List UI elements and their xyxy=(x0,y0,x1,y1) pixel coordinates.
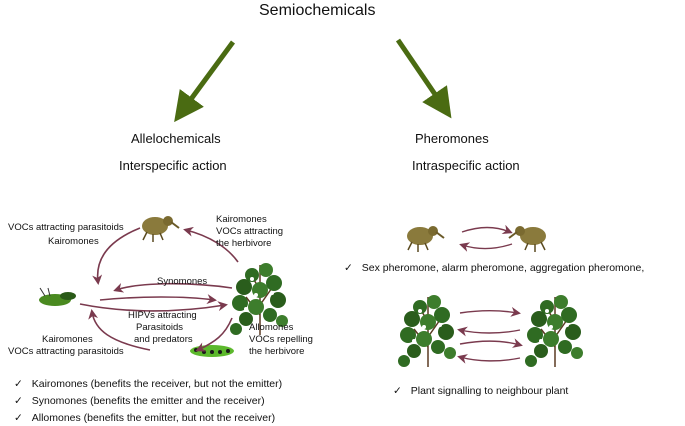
label-allomones-2: VOCs repelling xyxy=(249,334,313,345)
parasitoid-larva-icon xyxy=(39,287,76,306)
plant-right-icon xyxy=(524,294,584,368)
arrow-plant-to-caterpillar xyxy=(195,317,233,352)
arrow-plant-to-weevil xyxy=(183,226,239,263)
label-hipvs-2: Parasitoids xyxy=(136,322,183,333)
arrow-plant-right-1 xyxy=(459,306,521,317)
check-icon: ✓ xyxy=(393,385,402,397)
allelochemicals-heading: Allelochemicals xyxy=(131,131,221,146)
label-kairomones-bottom-2: VOCs attracting parasitoids xyxy=(8,346,124,357)
check-icon: ✓ xyxy=(344,262,353,274)
bullet-kairomones: ✓ Kairomones (benefits the receiver, but… xyxy=(14,378,283,390)
label-allomones-3: the herbivore xyxy=(249,346,305,357)
check-icon: ✓ xyxy=(14,378,23,390)
arrow-weevil-left xyxy=(459,242,513,252)
label-hipvs-1: HIPVs attracting xyxy=(128,310,197,321)
diagram-title: Semiochemicals xyxy=(259,2,376,19)
weevil-right-icon xyxy=(508,225,547,253)
bullet-synomones: ✓ Synomones (benefits the emitter and th… xyxy=(14,395,265,407)
label-synomones: Synomones xyxy=(157,276,208,287)
bullet-plant-signalling: ✓ Plant signalling to neighbour plant xyxy=(393,385,569,397)
arrow-synomones-1 xyxy=(113,282,233,293)
arrow-synomones-3 xyxy=(79,301,228,312)
pheromones-heading: Pheromones xyxy=(415,131,489,146)
arrow-weevil-to-parasitoid xyxy=(92,227,141,285)
arrow-plant-left-2 xyxy=(457,354,521,364)
interspecific-subheading: Interspecific action xyxy=(119,158,227,173)
weevil-icon xyxy=(141,215,180,243)
label-kairomones-bottom-1: Kairomones xyxy=(42,334,93,345)
label-kairomones-herbivore-2: VOCs attracting xyxy=(216,226,284,237)
arrow-plant-left-1 xyxy=(457,326,521,337)
label-kairomones-top: Kairomones xyxy=(48,236,99,247)
arrow-to-pheromones xyxy=(395,38,452,119)
weevil-left-icon xyxy=(406,225,445,253)
label-kairomones-herbivore-1: Kairomones xyxy=(216,214,267,225)
intraspecific-subheading: Intraspecific action xyxy=(412,158,520,173)
arrow-plant-right-2 xyxy=(459,338,523,348)
caterpillar-icon xyxy=(190,345,234,357)
check-icon: ✓ xyxy=(14,395,23,407)
label-kairomones-herbivore-3: the herbivore xyxy=(216,238,272,249)
check-icon: ✓ xyxy=(14,412,23,424)
arrow-weevil-right xyxy=(461,224,513,235)
arrow-synomones-2 xyxy=(99,294,217,304)
arrow-to-allelochemicals xyxy=(174,40,236,123)
bullet-allomones: ✓ Allomones (benefits the emitter, but n… xyxy=(14,412,276,424)
bullet-pheromone-types: ✓ Sex pheromone, alarm pheromone, aggreg… xyxy=(344,262,645,274)
arrow-caterpillar-to-parasitoid xyxy=(88,309,151,351)
plant-left-icon xyxy=(397,294,457,368)
label-hipvs-3: and predators xyxy=(134,334,193,345)
label-allomones-1: Allomones xyxy=(249,322,294,333)
label-vocs-parasitoids: VOCs attracting parasitoids xyxy=(8,222,124,233)
